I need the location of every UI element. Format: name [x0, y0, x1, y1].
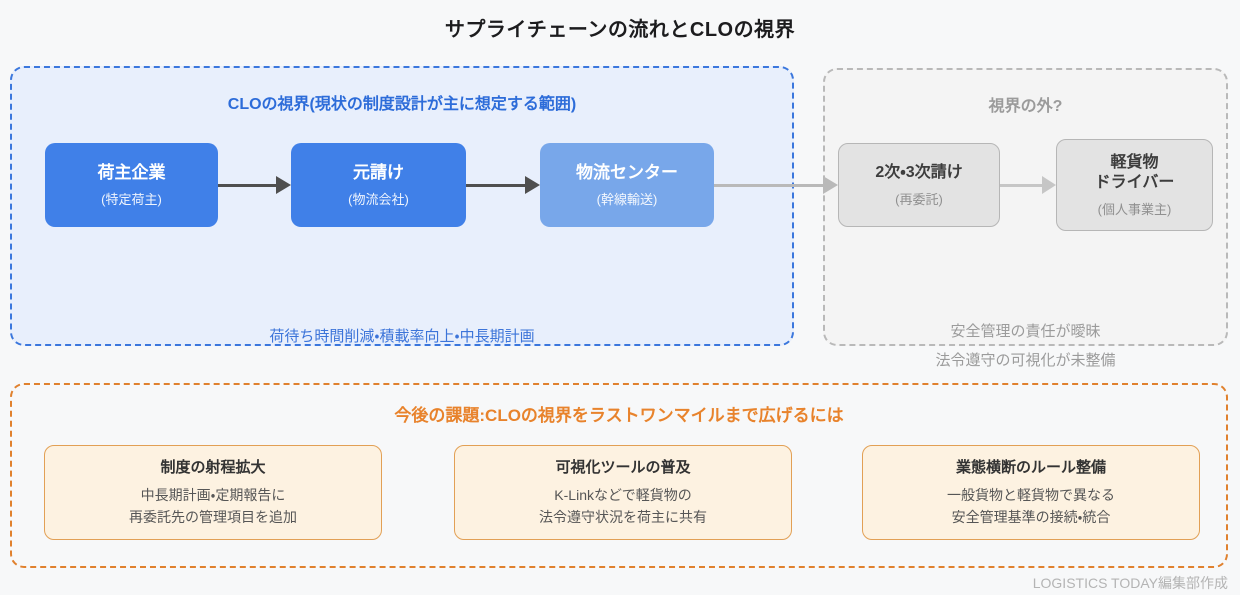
node-title: 2次・3次請け [875, 163, 963, 181]
out-of-sight-notes: 安全管理の責任が曖昧 法令遵守の可視化が未整備 [825, 318, 1226, 375]
arrow-shaft [218, 183, 276, 187]
arrow-prime-to-center [466, 175, 540, 195]
issue-card-line: 中長期計画・定期報告に [140, 487, 286, 504]
arrow-center-to-subcontractors [714, 175, 838, 195]
node-subtitle: (幹線輸送) [596, 192, 658, 208]
arrow-head-icon [525, 176, 540, 194]
arrow-head-icon [823, 176, 838, 194]
node-subcontractors: 2次・3次請け (再委託) [838, 143, 1000, 227]
arrow-subcontractors-to-driver [1000, 175, 1056, 195]
arrow-shaft [714, 183, 823, 187]
node-title: 荷主企業 [97, 162, 166, 182]
arrow-shipper-to-prime [218, 175, 291, 195]
node-title: 物流センター [576, 162, 678, 182]
issue-card-line: 法令遵守状況を荷主に共有 [539, 509, 707, 525]
clo-scope-zone-header: CLOの視界(現状の制度設計が主に想定する範囲) [227, 96, 577, 113]
out-of-sight-note-line: 安全管理の責任が曖昧 [950, 323, 1101, 340]
issue-card-cross-industry-rules: 業態横断のルール整備 一般貨物と軽貨物で異なる 安全管理基準の接続・統合 [862, 445, 1200, 540]
node-prime-contractor: 元請け (物流会社) [291, 143, 466, 227]
issue-card-line: 安全管理基準の接続・統合 [951, 509, 1111, 525]
node-logistics-center: 物流センター (幹線輸送) [540, 143, 714, 227]
issue-card-title: 制度の射程拡大 [160, 459, 266, 477]
node-light-cargo-driver: 軽貨物 ドライバー (個人事業主) [1056, 139, 1213, 231]
node-shipper-company: 荷主企業 (特定荷主) [45, 143, 218, 227]
clo-scope-note: 荷待ち時間削減・積載率向上・中長期計画 [269, 328, 535, 345]
issue-card-visibility-tools: 可視化ツールの普及 K-Linkなどで軽貨物の 法令遵守状況を荷主に共有 [454, 445, 792, 540]
node-subtitle: (特定荷主) [101, 192, 162, 208]
future-issues-zone: 今後の課題:CLOの視界をラストワンマイルまで広げるには 制度の射程拡大 中長期… [10, 383, 1228, 568]
arrow-head-icon [1042, 176, 1056, 194]
issue-card-system-scope: 制度の射程拡大 中長期計画・定期報告に 再委託先の管理項目を追加 [44, 445, 382, 540]
node-title: 元請け [353, 162, 404, 182]
page-title: サプライチェーンの流れとCLOの視界 [444, 19, 796, 41]
out-of-sight-note-line: 法令遵守の可視化が未整備 [935, 351, 1116, 369]
out-of-sight-zone-header: 視界の外? [988, 98, 1063, 115]
node-subtitle: (個人事業主) [1097, 201, 1172, 217]
arrow-shaft [466, 183, 525, 187]
issue-card-line: 再委託先の管理項目を追加 [129, 509, 297, 525]
future-issues-zone-header: 今後の課題:CLOの視界をラストワンマイルまで広げるには [394, 406, 844, 425]
issue-card-title: 業態横断のルール整備 [955, 459, 1106, 477]
node-subtitle: (物流会社) [348, 192, 409, 208]
node-title-line: ドライバー [1094, 173, 1175, 191]
credit-text: LOGISTICS TODAY編集部作成 [1032, 575, 1228, 591]
node-title-line: 軽貨物 [1110, 153, 1159, 171]
issue-card-line: K-Linkなどで軽貨物の [554, 487, 692, 504]
arrow-head-icon [276, 176, 291, 194]
node-subtitle: (再委託) [895, 191, 943, 207]
arrow-shaft [1000, 183, 1042, 187]
issue-card-line: 一般貨物と軽貨物で異なる [947, 487, 1115, 504]
issue-card-title: 可視化ツールの普及 [555, 459, 691, 477]
